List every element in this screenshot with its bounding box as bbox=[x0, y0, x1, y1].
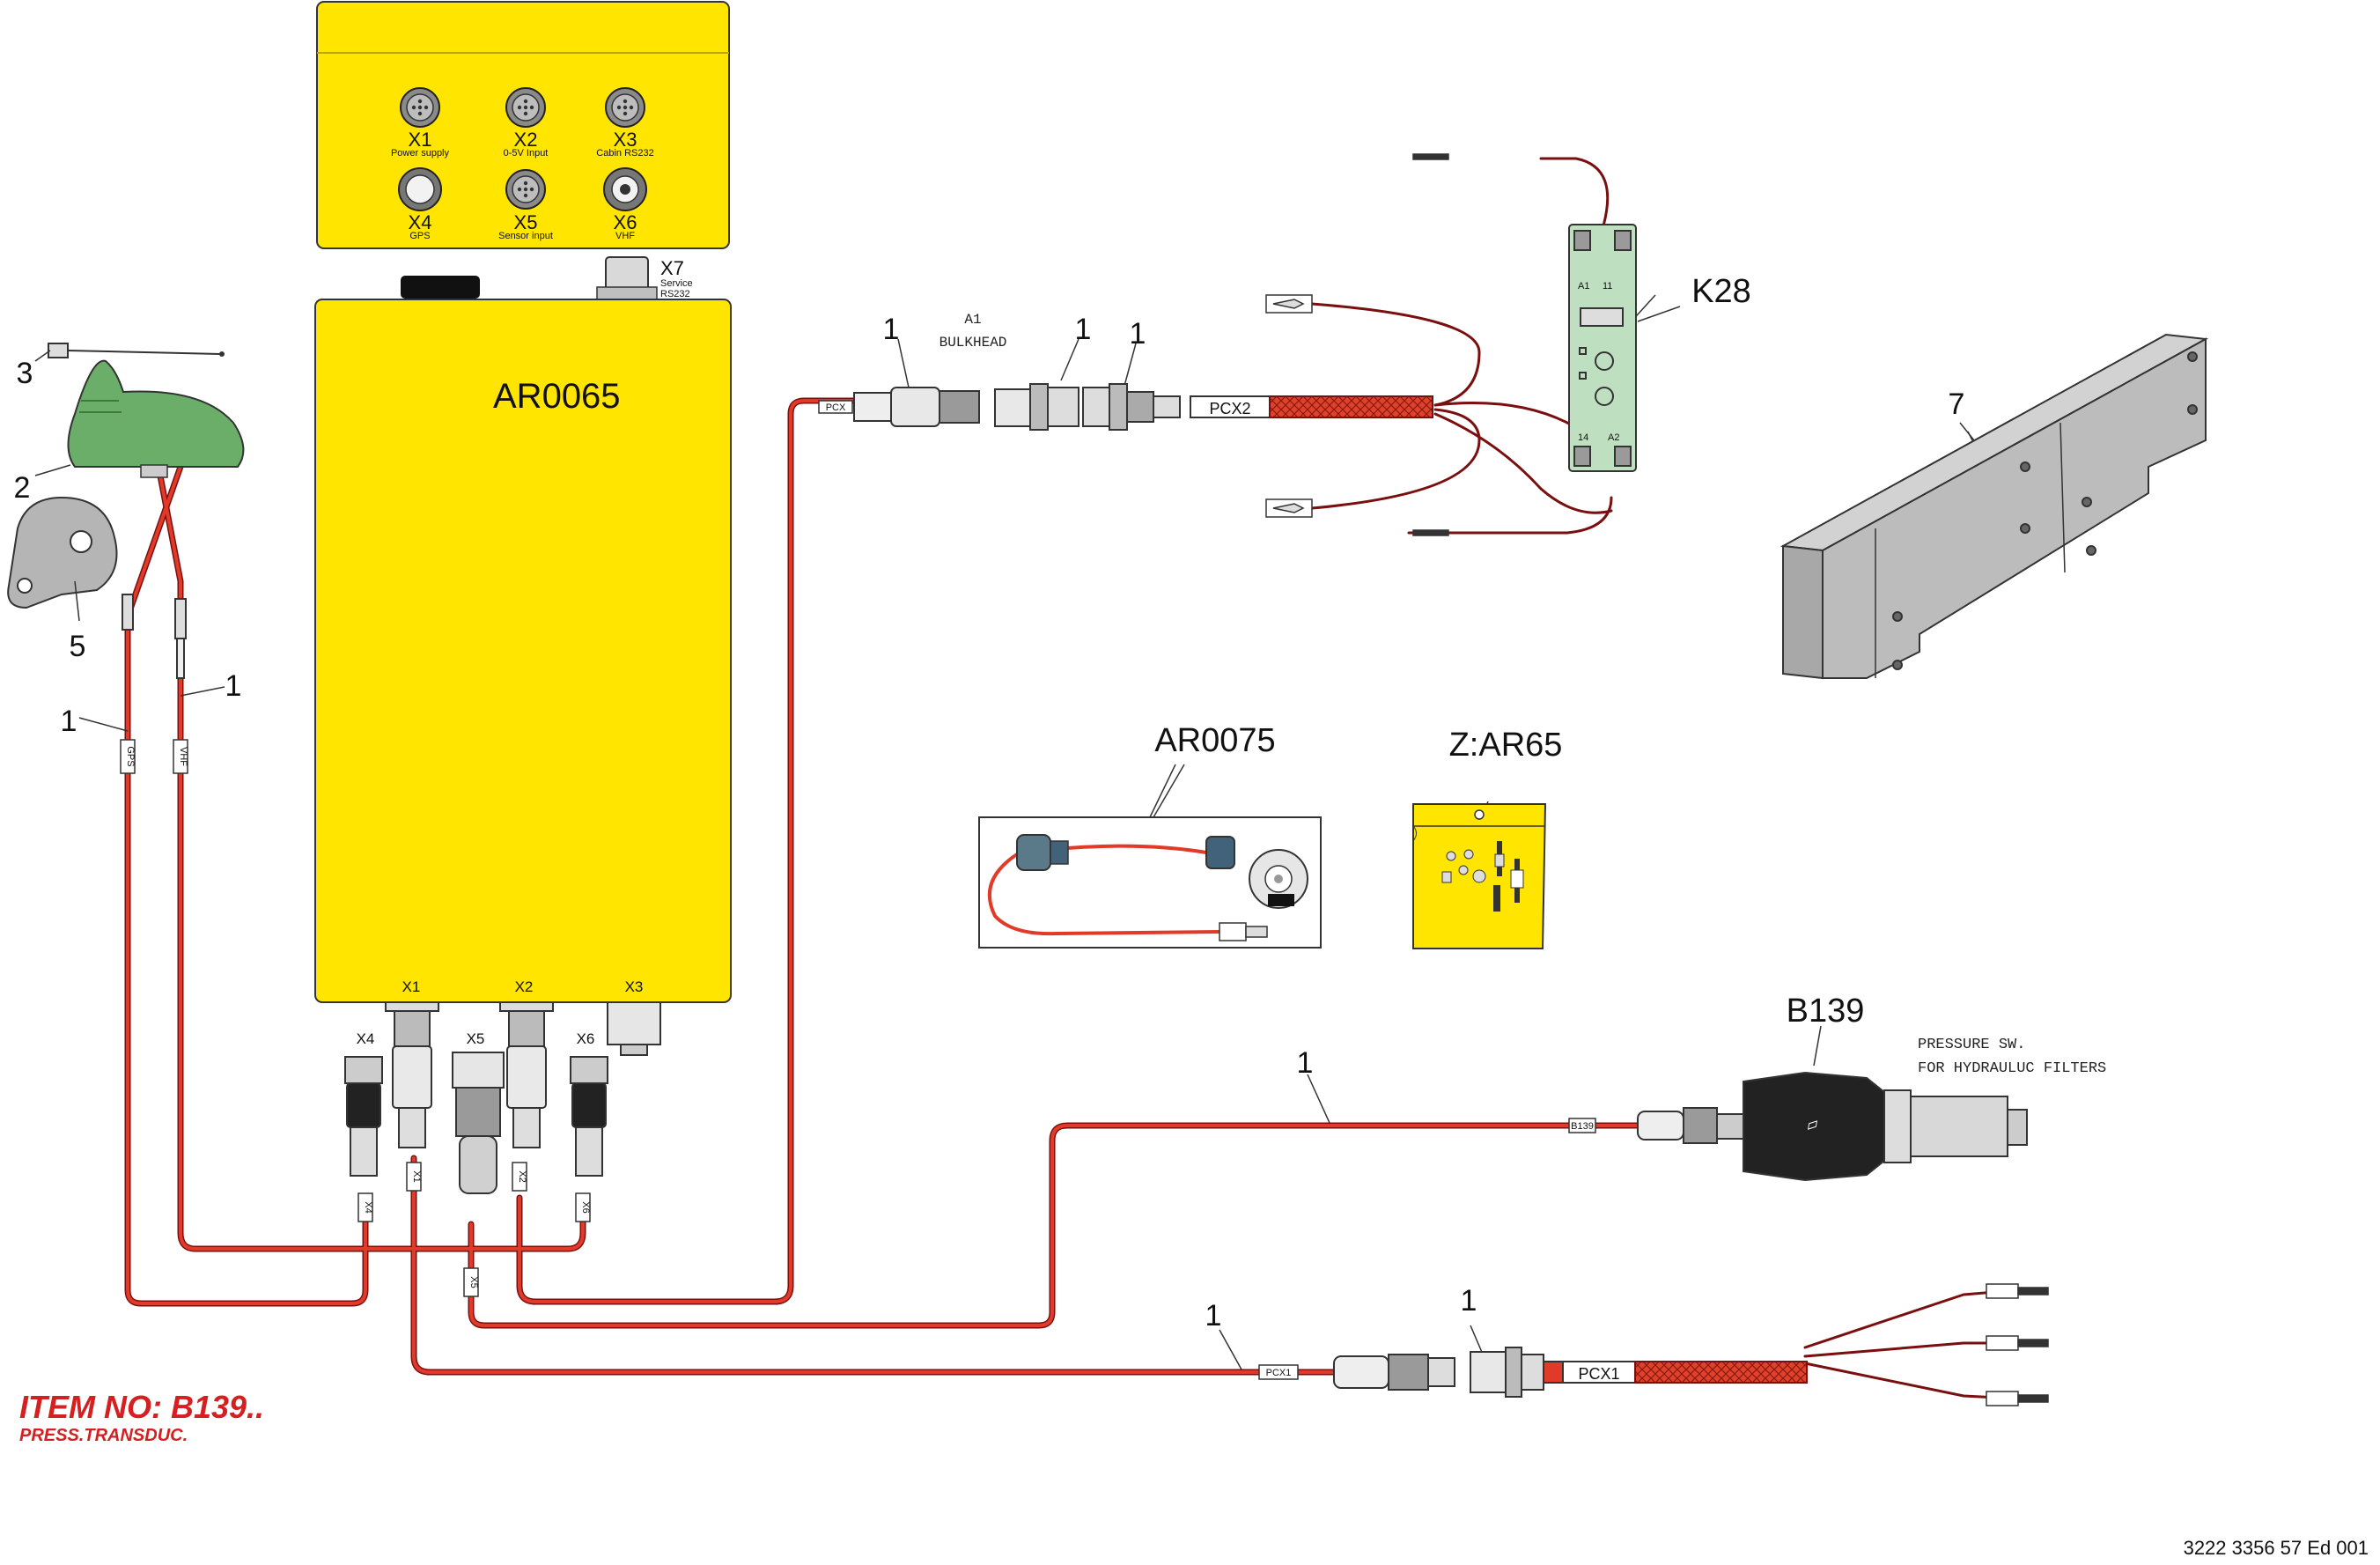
bulkhead-pcx2-assembly bbox=[853, 383, 1433, 431]
connector-x4-label: X4 bbox=[357, 1030, 375, 1047]
ar0065-connectors bbox=[344, 1001, 661, 1194]
port-x3-desc: Cabin RS232 bbox=[596, 148, 653, 159]
item-number: ITEM NO: B139.. bbox=[19, 1389, 264, 1425]
tag-vhf: VHF bbox=[178, 747, 188, 766]
ar0065-title: AR0065 bbox=[493, 377, 621, 416]
x7-desc2: RS232 bbox=[660, 289, 690, 299]
x7-label: X7 bbox=[660, 257, 684, 279]
tag-x2: X2 bbox=[517, 1170, 527, 1182]
b139-desc2: FOR HYDRAULUC FILTERS bbox=[1918, 1060, 2106, 1077]
callout-7: 7 bbox=[1949, 388, 1965, 421]
relay-k28-label: K28 bbox=[1691, 273, 1751, 310]
connector-x6-label: X6 bbox=[577, 1030, 595, 1047]
tag-pcx: PCX bbox=[826, 402, 846, 413]
ar0065-body: X7 Service RS232 AR0065 X1 X2 X3 bbox=[314, 256, 732, 1003]
antenna-rod-icon bbox=[48, 343, 225, 358]
bracket-icon bbox=[7, 496, 118, 609]
zar65-label: Z:AR65 bbox=[1449, 727, 1563, 764]
tag-x1: X1 bbox=[411, 1170, 422, 1182]
tag-pcx1-small: PCX1 bbox=[1266, 1368, 1292, 1378]
callout-1-pcx1-b: 1 bbox=[1461, 1284, 1477, 1318]
bottom-port-x1: X1 bbox=[402, 978, 421, 995]
callout-2: 2 bbox=[14, 471, 31, 505]
port-x2-desc: 0-5V Input bbox=[504, 148, 549, 159]
port-x1-icon bbox=[400, 87, 440, 128]
tag-b139: B139 bbox=[1571, 1121, 1594, 1132]
port-x1-label: X1 bbox=[409, 129, 432, 151]
callout-1-gps: 1 bbox=[61, 705, 77, 738]
relay-14: 14 bbox=[1578, 432, 1588, 443]
callout-1-bulkhead-a: 1 bbox=[883, 313, 900, 346]
port-x6-label: X6 bbox=[614, 211, 637, 233]
ar0075-label: AR0075 bbox=[1154, 722, 1275, 759]
port-x5-label: X5 bbox=[514, 211, 538, 233]
tag-x5: X5 bbox=[468, 1276, 479, 1288]
bottom-port-x3: X3 bbox=[625, 978, 644, 995]
relay-a2: A2 bbox=[1608, 432, 1619, 443]
bulkhead-line1: A1 bbox=[964, 312, 981, 328]
port-x4-icon bbox=[398, 167, 442, 211]
pcx2-label: PCX2 bbox=[1209, 400, 1250, 417]
callout-1-pcx1-a: 1 bbox=[1205, 1299, 1222, 1332]
port-x6-desc: VHF bbox=[615, 231, 635, 241]
ar0065-top-panel: X1 Power supply X2 0-5V Input X3 Cabin R… bbox=[316, 1, 730, 249]
tag-gps: GPS bbox=[125, 746, 136, 766]
document-number: 3222 3356 57 Ed 001 bbox=[2184, 1537, 2369, 1559]
b139-pressure-switch-icon: ▱ bbox=[1637, 1071, 2028, 1182]
port-x6-icon bbox=[603, 167, 647, 211]
callout-5: 5 bbox=[70, 630, 86, 663]
relay-k28-icon bbox=[1568, 224, 1637, 472]
callout-1-b139: 1 bbox=[1297, 1046, 1314, 1080]
port-x1-desc: Power supply bbox=[391, 148, 450, 159]
cable-tags: GPS VHF X4 X1 X5 X2 X6 PCX B139 PCX1 bbox=[120, 400, 1596, 1380]
ar0075-kit-icon bbox=[978, 816, 1322, 949]
antenna-cable-fittings bbox=[122, 594, 187, 679]
connector-x5-label: X5 bbox=[467, 1030, 485, 1047]
x7-desc1: Service bbox=[660, 278, 693, 289]
b139-desc1: PRESSURE SW. bbox=[1918, 1037, 2025, 1053]
callout-1-vhf: 1 bbox=[225, 669, 242, 703]
bulkhead-line2: BULKHEAD bbox=[939, 335, 1007, 351]
port-x3-icon bbox=[605, 87, 645, 128]
wire-end-lugs bbox=[1265, 153, 1449, 536]
port-x4-desc: GPS bbox=[409, 231, 430, 241]
callout-1-bulkhead-c: 1 bbox=[1130, 317, 1146, 351]
zar65-kit-icon bbox=[1412, 803, 1547, 949]
pcx1-assembly bbox=[1333, 1347, 1808, 1398]
callout-leaders bbox=[34, 294, 1982, 1370]
port-x5-icon bbox=[505, 169, 546, 210]
port-x3-label: X3 bbox=[614, 129, 637, 151]
tag-x6: X6 bbox=[580, 1201, 591, 1213]
callout-1-bulkhead-b: 1 bbox=[1075, 313, 1092, 346]
port-x4-label: X4 bbox=[409, 211, 432, 233]
pcx1-label: PCX1 bbox=[1578, 1365, 1619, 1383]
port-x2-icon bbox=[505, 87, 546, 128]
relay-a1: A1 bbox=[1578, 281, 1589, 292]
mounting-rail-icon bbox=[1779, 333, 2209, 680]
pcx1-wire-ends bbox=[1986, 1283, 2049, 1406]
item-description: PRESS.TRANSDUC. bbox=[19, 1426, 188, 1445]
port-x5-desc: Sensor input bbox=[498, 231, 553, 241]
callout-3: 3 bbox=[17, 357, 33, 390]
port-x2-label: X2 bbox=[514, 129, 538, 151]
bottom-port-x2: X2 bbox=[515, 978, 534, 995]
relay-11: 11 bbox=[1603, 281, 1612, 292]
tag-x4: X4 bbox=[363, 1201, 373, 1213]
b139-label: B139 bbox=[1787, 993, 1865, 1030]
svg-text:▱: ▱ bbox=[1803, 1114, 1821, 1135]
antenna-base-icon bbox=[67, 359, 245, 478]
